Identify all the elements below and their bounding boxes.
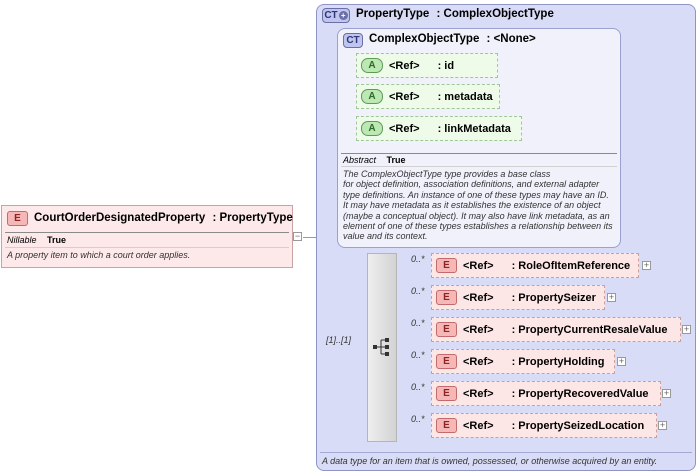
divider	[341, 153, 617, 154]
element-ref: <Ref>	[463, 291, 494, 304]
attribute-name: : metadata	[437, 90, 493, 103]
nillable-value: True	[47, 235, 67, 245]
base-type-description: The ComplexObjectType type provides a ba…	[343, 169, 618, 242]
element-occurrence: 0..*	[411, 414, 425, 424]
element-ref: <Ref>	[463, 323, 494, 336]
element-badge-icon: E	[7, 211, 28, 226]
abstract-row: Abstract True	[343, 155, 406, 165]
complex-type-type: : ComplexObjectType	[436, 8, 554, 20]
element-property-seizer[interactable]: E <Ref> : PropertySeizer	[431, 285, 605, 310]
element-role-of-item-reference[interactable]: E <Ref> : RoleOfItemReference	[431, 253, 639, 278]
expand-icon[interactable]: +	[642, 260, 651, 270]
sequence-occurrence: [1]..[1]	[326, 335, 352, 345]
attribute-ref: <Ref>	[389, 122, 420, 135]
element-name: : PropertySeizer	[511, 291, 596, 304]
attribute-linkmetadata[interactable]: A <Ref> : linkMetadata	[356, 116, 522, 141]
element-ref: <Ref>	[463, 419, 494, 432]
attribute-badge-icon: A	[361, 89, 383, 104]
element-badge-icon: E	[436, 386, 457, 401]
main-element-box[interactable]: E CourtOrderDesignatedProperty : Propert…	[1, 205, 293, 268]
expand-icon[interactable]: +	[607, 292, 616, 302]
attribute-ref: <Ref>	[389, 59, 420, 72]
attribute-metadata[interactable]: A <Ref> : metadata	[356, 84, 500, 109]
main-element-title: CourtOrderDesignatedProperty : PropertyT…	[34, 212, 293, 224]
element-occurrence: 0..*	[411, 350, 425, 360]
divider	[341, 166, 617, 167]
element-name: : PropertySeizedLocation	[511, 419, 645, 432]
divider	[5, 247, 289, 248]
description-line: It may have metadata as it establishes t…	[343, 200, 601, 211]
attribute-badge-icon: A	[361, 58, 383, 73]
complex-type-title: PropertyType : ComplexObjectType	[356, 8, 554, 20]
attribute-ref: <Ref>	[389, 90, 420, 103]
divider	[320, 452, 692, 453]
abstract-label: Abstract	[343, 155, 377, 165]
element-badge-icon: E	[436, 290, 457, 305]
expand-icon[interactable]: +	[658, 420, 667, 430]
description-line: element of one of these types establishe…	[343, 221, 613, 232]
element-property-current-resale-value[interactable]: E <Ref> : PropertyCurrentResaleValue	[431, 317, 681, 342]
abstract-value: True	[386, 155, 406, 165]
description-line: The ComplexObjectType type provides a ba…	[343, 169, 551, 179]
element-badge-icon: E	[436, 354, 457, 369]
element-property-seized-location[interactable]: E <Ref> : PropertySeizedLocation	[431, 413, 657, 438]
element-property-recovered-value[interactable]: E <Ref> : PropertyRecoveredValue	[431, 381, 661, 406]
attribute-name: : linkMetadata	[437, 122, 511, 135]
element-badge-icon: E	[436, 258, 457, 273]
sequence-compositor[interactable]	[367, 253, 397, 442]
complex-type-badge-icon: CT	[343, 33, 363, 48]
base-type-name: ComplexObjectType	[369, 33, 480, 45]
attribute-badge-icon: A	[361, 121, 383, 136]
element-ref: <Ref>	[463, 355, 494, 368]
nillable-row: Nillable True	[7, 235, 66, 245]
expand-icon[interactable]: +	[617, 356, 626, 366]
element-name: : PropertyRecoveredValue	[511, 387, 649, 400]
description-line: (maybe a conceptual object). It may also…	[343, 210, 610, 221]
element-occurrence: 0..*	[411, 318, 425, 328]
element-ref: <Ref>	[463, 259, 494, 272]
sequence-icon	[373, 338, 389, 356]
complex-type-badge-icon: CT+	[322, 8, 350, 23]
element-ref: <Ref>	[463, 387, 494, 400]
complex-type-name: PropertyType	[356, 8, 430, 20]
description-line: for object definition, association defin…	[343, 179, 600, 190]
attribute-name: : id	[437, 59, 455, 72]
main-element-description: A property item to which a court order a…	[7, 250, 191, 260]
connector-line	[303, 237, 325, 238]
attribute-id[interactable]: A <Ref> : id	[356, 53, 498, 78]
description-line: value and its context.	[343, 231, 428, 242]
description-line: type definitions. An instance of one of …	[343, 189, 609, 200]
element-name: : PropertyCurrentResaleValue	[511, 323, 668, 336]
element-name: : PropertyHolding	[511, 355, 605, 368]
element-occurrence: 0..*	[411, 382, 425, 392]
element-property-holding[interactable]: E <Ref> : PropertyHolding	[431, 349, 615, 374]
complex-type-badge-label: CT	[324, 10, 338, 21]
expand-icon[interactable]: +	[662, 388, 671, 398]
main-element-type: : PropertyType	[212, 212, 293, 224]
element-badge-icon: E	[436, 322, 457, 337]
element-badge-icon: E	[436, 418, 457, 433]
collapse-toggle-icon[interactable]: −	[293, 231, 302, 241]
base-type-title: ComplexObjectType : <None>	[369, 33, 536, 45]
divider	[5, 232, 289, 233]
element-name: : RoleOfItemReference	[511, 259, 631, 272]
element-occurrence: 0..*	[411, 286, 425, 296]
base-type-type: : <None>	[486, 33, 536, 45]
nillable-label: Nillable	[7, 235, 37, 245]
complex-type-description: A data type for an item that is owned, p…	[322, 456, 658, 466]
expand-icon[interactable]: +	[682, 324, 691, 334]
plus-circle-icon: +	[338, 11, 348, 20]
element-occurrence: 0..*	[411, 254, 425, 264]
main-element-name: CourtOrderDesignatedProperty	[34, 212, 206, 224]
